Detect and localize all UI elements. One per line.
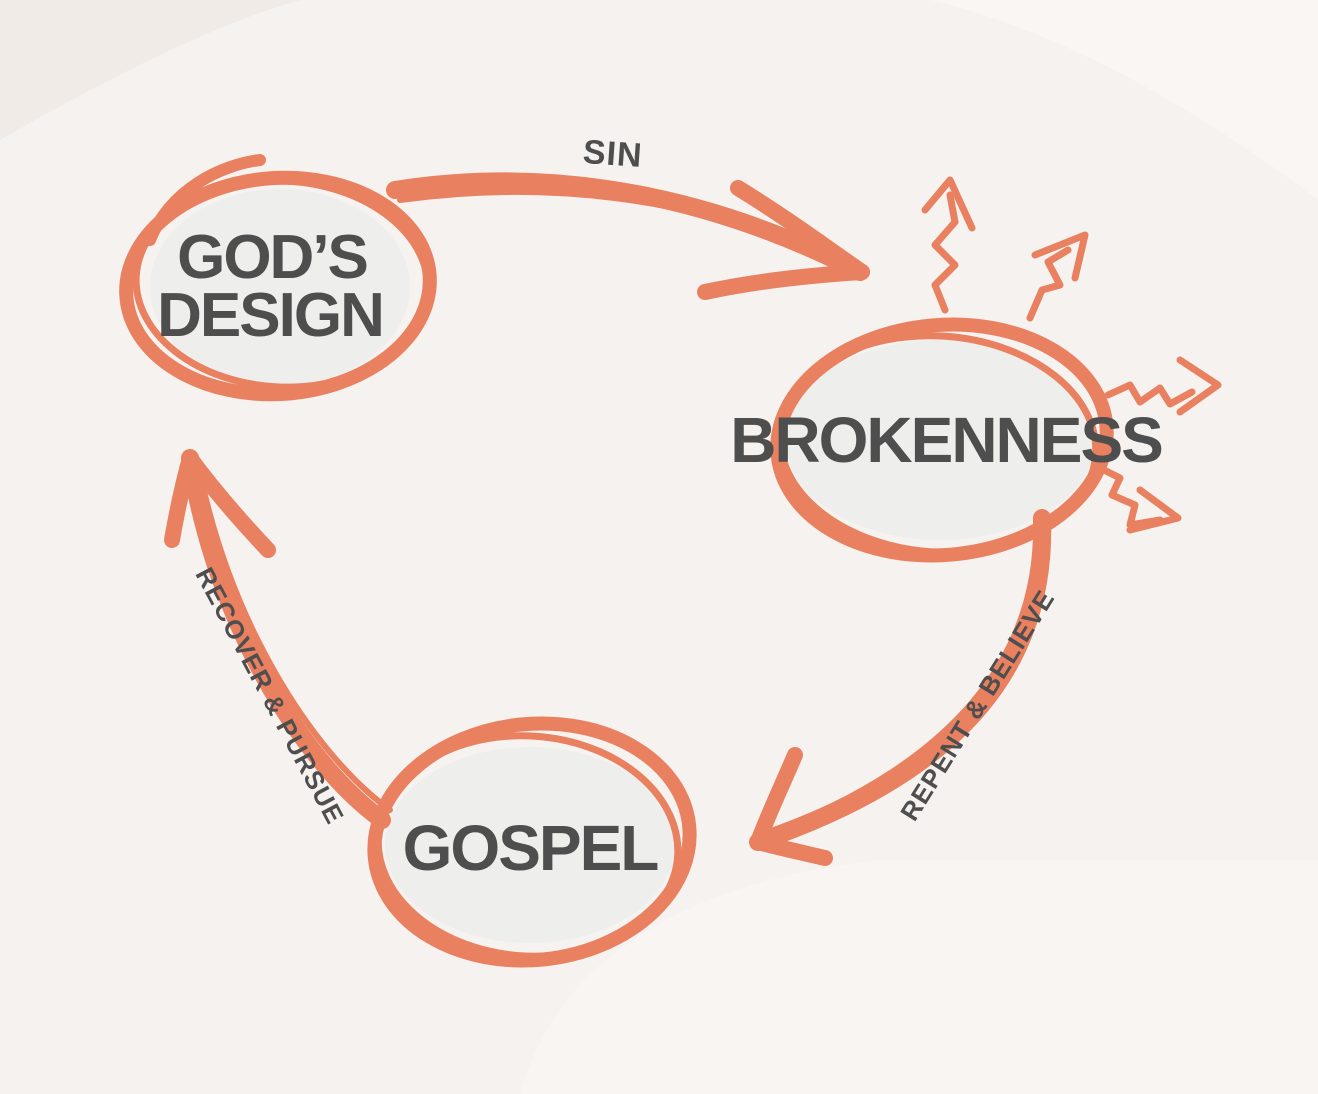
node-gospel: GOSPEL — [367, 716, 697, 968]
node-fill — [385, 747, 675, 943]
node-label-gods-design-line2: DESIGN — [157, 281, 383, 350]
node-circle-strokes — [119, 154, 437, 402]
edge-label-repent-believe: REPENT & BELIEVE — [894, 585, 1060, 826]
node-label-gods-design-line1: GOD’S — [177, 223, 367, 292]
edge-label-sin: SIN — [582, 133, 644, 175]
node-gods-design: GOD’S DESIGN — [119, 154, 437, 402]
node-label-brokenness: BROKENNESS — [730, 404, 1162, 476]
brokenness-zigzag-arrows — [921, 176, 1222, 534]
node-label-gospel: GOSPEL — [403, 812, 659, 884]
sin-arrow — [386, 172, 870, 300]
repent-believe-arrow — [749, 509, 1052, 866]
zigzag-arrow-icon — [921, 176, 976, 314]
node-circle-strokes — [770, 317, 1114, 563]
edge-recover-pursue: RECOVER & PURSUE — [164, 449, 393, 829]
recover-pursue-arrow — [164, 449, 393, 829]
node-fill — [785, 340, 1095, 540]
edge-sin: SIN — [386, 133, 870, 300]
edge-repent-believe: REPENT & BELIEVE — [749, 509, 1061, 866]
node-circle-strokes — [367, 716, 697, 968]
node-brokenness: BROKENNESS — [730, 176, 1222, 563]
zigzag-arrow-icon — [1104, 356, 1222, 416]
node-fill — [150, 189, 410, 385]
zigzag-arrow-icon — [1026, 231, 1089, 322]
zigzag-arrow-icon — [1096, 464, 1182, 534]
edge-label-recover-pursue: RECOVER & PURSUE — [190, 562, 351, 829]
